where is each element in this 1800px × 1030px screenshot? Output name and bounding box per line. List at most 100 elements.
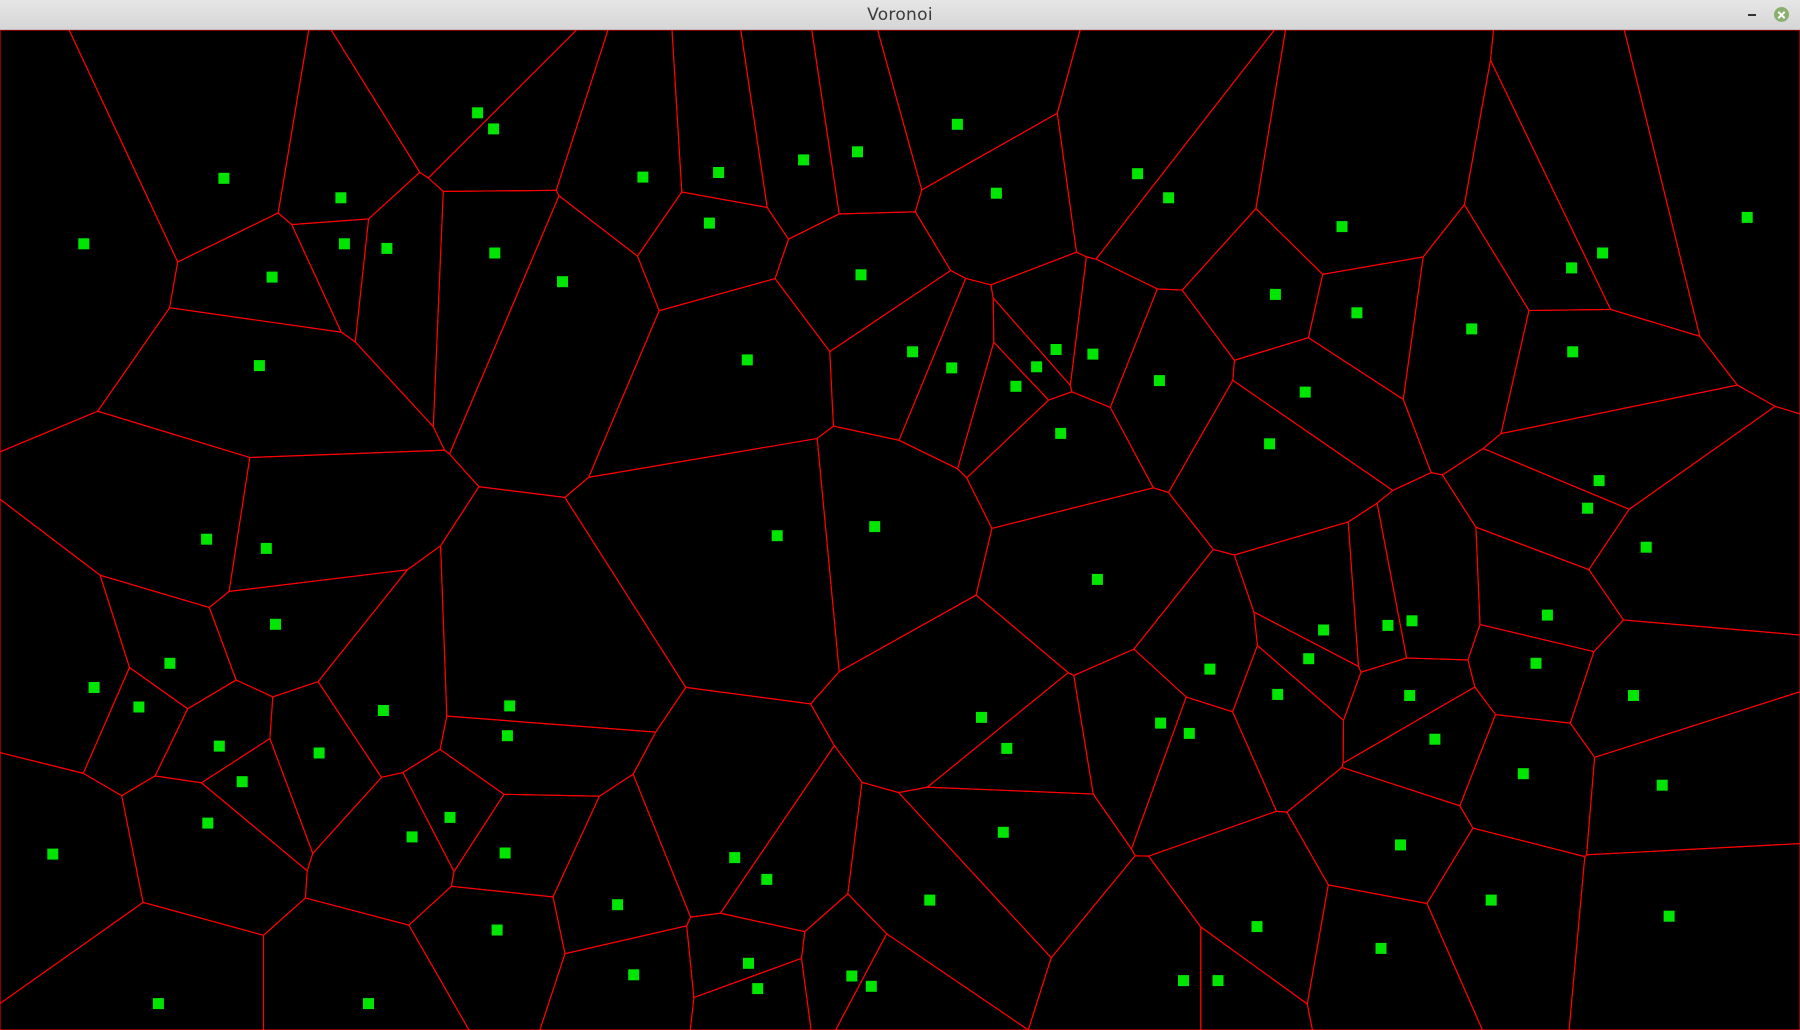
voronoi-site [865,980,877,992]
voronoi-cell [689,957,812,1030]
voronoi-site [1303,653,1315,665]
voronoi-site [1251,921,1263,933]
voronoi-cell [1181,207,1324,361]
voronoi-cell [154,679,274,784]
voronoi-site [472,107,484,119]
voronoi-cell [1426,827,1586,1030]
voronoi-site [504,700,516,712]
voronoi-site [1204,663,1216,675]
voronoi-cell [1109,288,1235,494]
voronoi-site [976,711,987,723]
voronoi-site [1091,573,1103,585]
voronoi-cell [811,30,923,215]
voronoi-site [951,118,963,130]
voronoi-cell [0,901,265,1030]
voronoi-cell [121,775,308,936]
voronoi-cell [834,933,1029,1030]
voronoi-site [444,811,456,823]
voronoi-site [335,192,347,204]
voronoi-cell [686,912,806,999]
voronoi-site [1272,688,1284,700]
voronoi-site [852,146,863,158]
voronoi-site [1212,975,1224,987]
voronoi-site [164,657,176,669]
voronoi-cell [1569,619,1800,759]
voronoi-site [1010,380,1022,392]
voronoi-site [270,618,281,630]
voronoi-site [133,701,145,713]
voronoi-cell [774,211,952,353]
voronoi-cell [330,30,578,179]
voronoi-site [253,360,265,372]
voronoi-site [1628,690,1639,701]
voronoi-cell [1463,58,1612,312]
voronoi-site [1582,502,1594,514]
voronoi-cell [0,410,251,609]
voronoi-site [1466,323,1478,335]
voronoi-cell [68,30,310,263]
voronoi-site [201,533,213,545]
voronoi-site [761,873,773,885]
voronoi-cell [1069,256,1158,409]
voronoi-site [907,346,919,358]
close-icon[interactable] [1774,7,1789,22]
voronoi-cell [1253,611,1362,722]
voronoi-cell [1133,548,1258,713]
voronoi-site [88,682,100,693]
voronoi-site [363,998,374,1010]
minimize-icon[interactable] [1744,5,1762,23]
voronoi-site [1183,727,1195,739]
voronoi-cell [1232,337,1432,492]
voronoi-site [1375,942,1387,954]
voronoi-site [798,154,810,166]
voronoi-cell [847,781,1052,1030]
voronoi-cell [277,30,421,226]
voronoi-cell [966,391,1155,530]
voronoi-cell [427,30,609,192]
voronoi-site [313,747,325,759]
voronoi-cell [304,771,455,926]
voronoi-cell [1200,925,1313,1030]
voronoi-site [1429,733,1441,745]
voronoi-site [1517,768,1529,780]
voronoi-cell [800,893,888,1030]
voronoi-site [1050,344,1062,355]
voronoi-cell [829,269,967,441]
voronoi-site [743,957,754,969]
voronoi-site [501,730,513,742]
voronoi-site [1663,910,1675,922]
voronoi-cell [1095,30,1287,291]
voronoi-site [489,247,501,259]
voronoi-site [1656,779,1668,791]
voronoi-cell [1475,526,1625,653]
voronoi-site [47,848,59,860]
voronoi-site [703,217,715,229]
voronoi-cell [1073,648,1187,851]
voronoi-site [729,852,741,864]
voronoi-site [946,362,958,374]
voronoi-site [499,847,511,859]
voronoi-site [1382,619,1394,631]
voronoi-cell [925,671,1094,795]
voronoi-cell [564,437,840,705]
voronoi-cell [208,569,409,698]
voronoi-cell [671,30,768,209]
voronoi-cell [877,30,1081,191]
voronoi-cell [1482,384,1777,510]
voronoi-site [338,238,350,250]
voronoi-cell [448,194,660,498]
voronoi-site [990,187,1002,199]
voronoi-cell [587,277,834,479]
voronoi-site [266,271,278,283]
voronoi-cell [1027,855,1202,1030]
title-bar[interactable]: Voronoi [0,0,1800,30]
voronoi-cell [432,189,560,455]
voronoi-site [1406,615,1418,627]
voronoi-cell [898,277,995,470]
voronoi-cell [539,925,695,1030]
voronoi-site [869,521,881,533]
voronoi-site [1597,247,1609,259]
voronoi-cell [269,680,383,855]
voronoi-canvas[interactable] [0,30,1800,1030]
voronoi-site [1404,690,1416,701]
